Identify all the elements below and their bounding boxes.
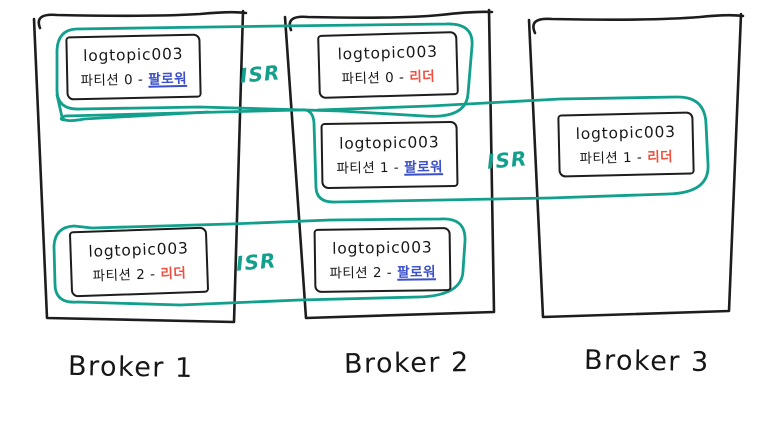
broker1-label: Broker 1 [67, 350, 194, 385]
broker1-outline [32, 9, 245, 324]
broker1-top-edge [37, 10, 248, 30]
partition-box-broker2-p2: logtopic003 파티션 2 -팔로워 [313, 227, 452, 293]
isr-label-group1: ISR [239, 60, 282, 88]
role-leader-label: 리더 [647, 148, 674, 166]
partition-box-broker2-p0: logtopic003 파티션 0 -리더 [317, 31, 459, 99]
topic-name: logtopic003 [339, 133, 440, 153]
role-leader-label: 리더 [160, 265, 187, 283]
topic-name: logtopic003 [88, 239, 189, 261]
partition-role-line: 파티션 0 -리더 [341, 65, 435, 88]
partition-box-broker2-p1: logtopic003 파티션 1 -팔로워 [320, 120, 459, 190]
partition-label: 파티션 0 - [341, 69, 405, 88]
partition-label: 파티션 2 - [92, 266, 156, 285]
isr-label-group3: ISR [235, 248, 278, 276]
role-leader-label: 리더 [409, 68, 436, 86]
topic-name: logtopic003 [337, 42, 439, 64]
partition-box-broker1-p0: logtopic003 파티션 0 -팔로워 [65, 33, 202, 101]
partition-role-line: 파티션 0 -팔로워 [80, 67, 187, 89]
role-follower-label: 팔로워 [404, 159, 444, 176]
isr-group-outline-2 [59, 95, 710, 204]
broker3-top-edge [532, 13, 745, 35]
broker2-outline [283, 8, 496, 320]
partition-label: 파티션 1 - [336, 159, 400, 177]
partition-label: 파티션 2 - [329, 264, 393, 282]
broker3-outline [527, 12, 743, 319]
partition-role-line: 파티션 2 -팔로워 [329, 260, 436, 281]
isr-group-outline-3 [52, 217, 467, 307]
topic-name: logtopic003 [332, 238, 433, 258]
topic-name: logtopic003 [82, 44, 184, 66]
topic-name: logtopic003 [575, 122, 677, 143]
role-follower-label: 팔로워 [148, 70, 188, 88]
role-follower-label: 팔로워 [397, 264, 437, 281]
broker2-top-edge [288, 10, 494, 32]
partition-box-broker3-p1: logtopic003 파티션 1 -리더 [557, 111, 695, 178]
partition-box-broker1-p2: logtopic003 파티션 2 -리더 [68, 226, 210, 298]
partition-role-line: 파티션 1 -리더 [579, 144, 673, 166]
isr-group-outline-1 [55, 22, 474, 118]
partition-label: 파티션 1 - [579, 149, 643, 167]
broker2-label: Broker 2 [343, 347, 470, 380]
partition-label: 파티션 0 - [80, 71, 144, 90]
partition-role-line: 파티션 2 -리더 [92, 261, 186, 284]
partition-role-line: 파티션 1 -팔로워 [336, 155, 443, 177]
isr-label-group2: ISR [486, 146, 529, 174]
broker3-label: Broker 3 [583, 344, 710, 379]
